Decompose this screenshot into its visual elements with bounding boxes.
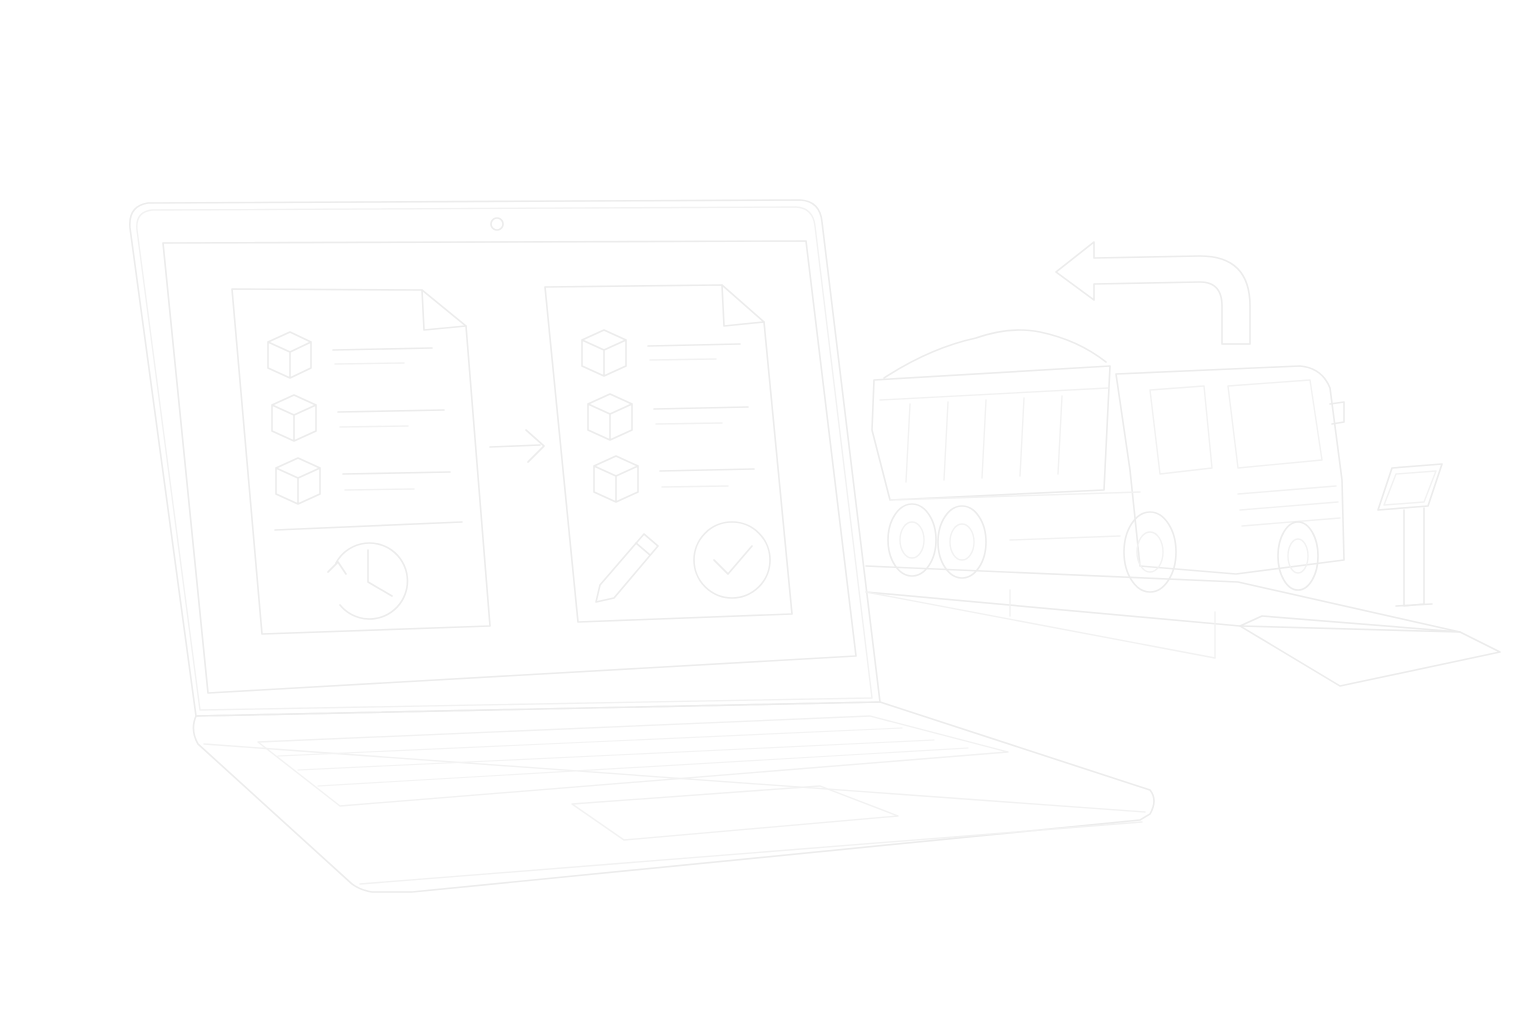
u-turn-arrow-icon <box>1055 241 1251 345</box>
box-icon <box>587 393 633 441</box>
document-icon <box>231 288 491 635</box>
arrow-right-icon <box>489 429 545 463</box>
wheel-icon <box>1277 521 1319 591</box>
document-icon <box>544 284 793 623</box>
laptop-icon <box>129 199 1155 893</box>
box-icon <box>593 455 639 503</box>
wheel-icon <box>887 503 937 577</box>
pencil-icon <box>595 533 659 603</box>
dump-truck-icon <box>871 329 1345 593</box>
truck-scale-icon <box>865 565 1501 687</box>
scale-terminal-icon <box>1377 463 1443 607</box>
box-icon <box>581 329 627 377</box>
box-icon <box>271 394 317 442</box>
wheel-icon <box>1123 511 1177 593</box>
checkmark-circle-icon <box>693 521 771 599</box>
box-icon <box>267 331 312 379</box>
wheel-icon <box>937 505 987 579</box>
clock-icon <box>327 542 409 620</box>
box-icon <box>275 457 321 505</box>
